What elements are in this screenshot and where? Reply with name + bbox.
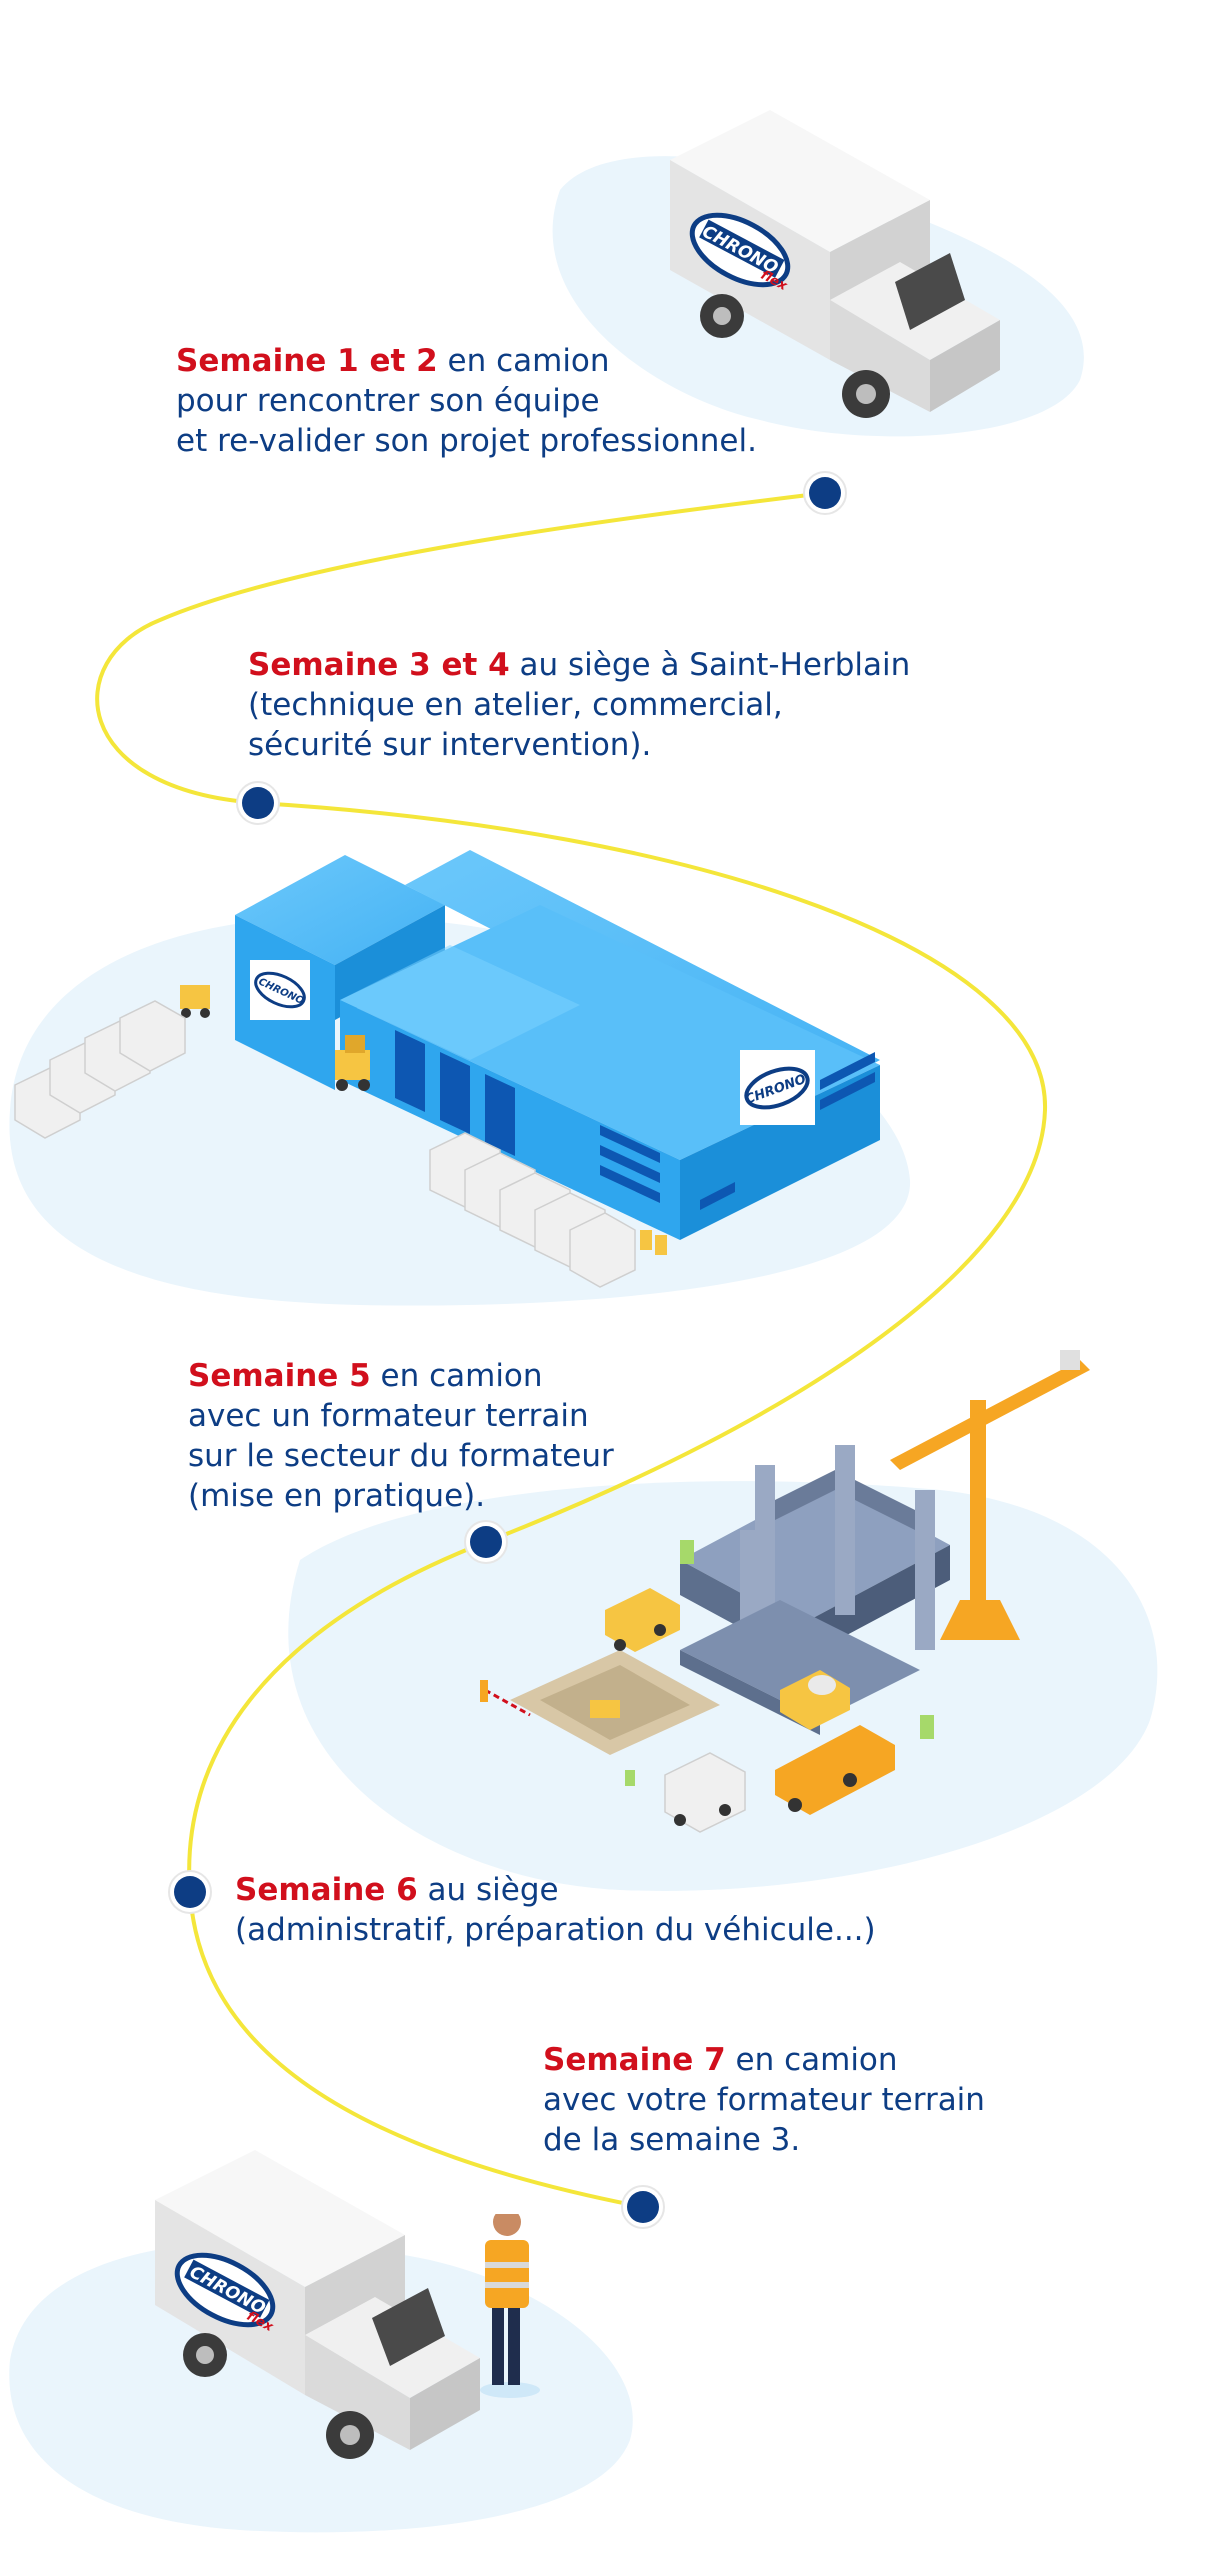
step-text-line: pour rencontrer son équipe	[176, 383, 600, 419]
step-text-line: (mise en pratique).	[188, 1478, 486, 1514]
step-marker-2	[236, 781, 280, 825]
chrono-flex-logo: CHRONO flex	[174, 2252, 276, 2335]
step-text-line: au siège	[417, 1872, 559, 1908]
step-text-line: et re-valider son projet professionnel.	[176, 423, 757, 459]
worker-figure	[480, 2205, 540, 2398]
barrels-icon	[640, 1230, 667, 1255]
step-text-line: en camion	[725, 2042, 898, 2078]
step-week-label: Semaine 7	[543, 2042, 726, 2078]
step-week-label: Semaine 6	[235, 1872, 418, 1908]
headquarters-warehouse: CHRONO CHRONO	[14, 850, 880, 1288]
construction-site	[480, 1350, 1090, 1833]
step-marker-4	[168, 1870, 212, 1914]
delivery-truck-bottom: CHRONO flex	[155, 2150, 480, 2459]
step-caption-3: Semaine 5 en camion avec un formateur te…	[188, 1356, 614, 1516]
delivery-truck-top: CHRONO flex	[670, 110, 1000, 418]
cement-mixer-icon	[780, 1670, 850, 1730]
step-text-line: sur le secteur du formateur	[188, 1438, 614, 1474]
step-text-line: de la semaine 3.	[543, 2122, 801, 2158]
step-marker-5	[621, 2185, 665, 2229]
step-markers	[168, 471, 847, 2229]
barrier-icon	[480, 1680, 531, 1717]
forklift-icon	[180, 985, 210, 1018]
excavation-pit	[510, 1650, 720, 1755]
step-caption-1: Semaine 1 et 2 en camion pour rencontrer…	[176, 341, 757, 461]
step-week-label: Semaine 1 et 2	[176, 343, 438, 379]
mobile-crane-icon	[775, 1725, 895, 1815]
step-caption-5: Semaine 7 en camion avec votre formateur…	[543, 2040, 985, 2160]
tower-crane-icon	[890, 1350, 1090, 1640]
step-text-line: (technique en atelier, commercial,	[248, 687, 783, 723]
parked-vans-right	[429, 1132, 636, 1288]
chrono-van-site	[664, 1752, 746, 1833]
step-marker-1	[803, 471, 847, 515]
step-text-line: avec un formateur terrain	[188, 1398, 589, 1434]
step-text-line: en camion	[437, 343, 610, 379]
step-text-line: avec votre formateur terrain	[543, 2082, 985, 2118]
step-week-label: Semaine 5	[188, 1358, 371, 1394]
step-text-line: en camion	[370, 1358, 543, 1394]
step-caption-4: Semaine 6 au siège (administratif, prépa…	[235, 1870, 876, 1950]
trees-icon	[625, 1540, 934, 1786]
step-text-line: sécurité sur intervention).	[248, 727, 652, 763]
forklift-icon	[335, 1035, 370, 1091]
building-frame	[680, 1445, 950, 1735]
step-text-line: (administratif, préparation du véhicule.…	[235, 1912, 876, 1948]
parked-vans-left	[14, 1000, 186, 1139]
chrono-flex-logo: CHRONO	[250, 960, 310, 1020]
step-week-label: Semaine 3 et 4	[248, 647, 510, 683]
background-blobs	[9, 156, 1158, 2533]
step-text-line: au siège à Saint-Herblain	[509, 647, 911, 683]
chrono-flex-logo: CHRONO	[740, 1050, 815, 1125]
step-caption-2: Semaine 3 et 4 au siège à Saint-Herblain…	[248, 645, 910, 765]
dump-truck-icon	[605, 1588, 680, 1652]
step-marker-3	[464, 1520, 508, 1564]
